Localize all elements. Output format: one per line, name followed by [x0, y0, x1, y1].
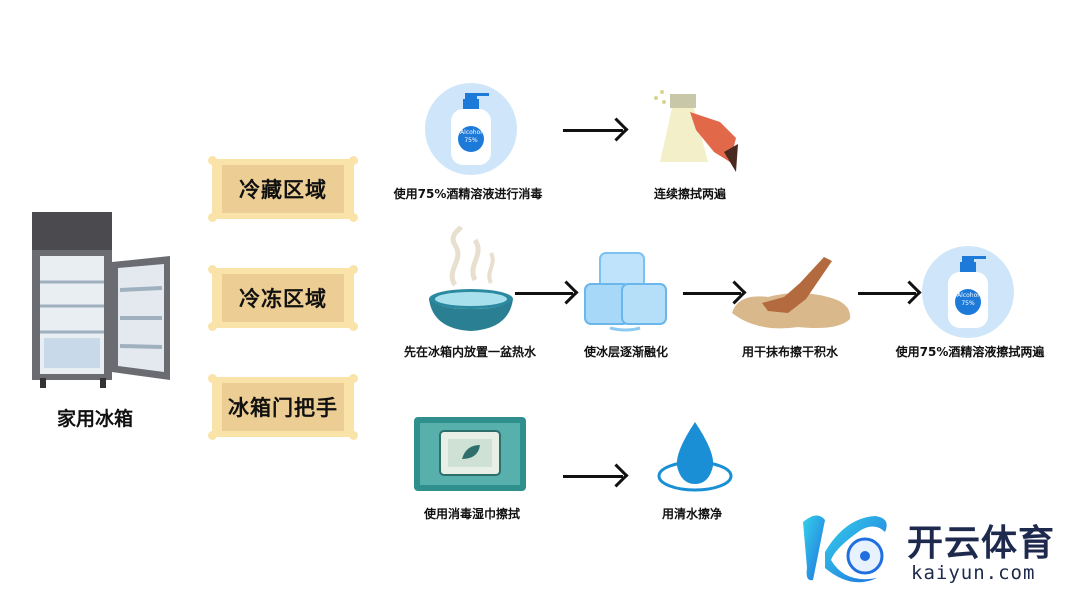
disinfectant-wipes-icon: [410, 415, 530, 499]
logo-name: 开云体育: [907, 523, 1056, 564]
zone-label: 冷藏区域: [222, 165, 344, 213]
hot-water-basin-icon: [425, 225, 517, 339]
bottle-label-line2: 75%: [961, 300, 975, 307]
zone-scroll-door-handle: 冰箱门把手: [208, 374, 358, 440]
water-drop-icon: [655, 418, 735, 502]
step-caption: 用清水擦净: [661, 507, 723, 521]
bottle-label-line1: Alcohol: [957, 292, 979, 299]
fridge-illustration: [30, 210, 175, 390]
hand-wiping-cloth-icon: [728, 253, 854, 339]
step-caption: 使用75%酒精溶液进行消毒: [393, 187, 543, 201]
ice-cubes-icon: [580, 248, 672, 337]
step-caption: 使冰层逐渐融化: [583, 345, 669, 359]
zone-scroll-freezer: 冷冻区域: [208, 265, 358, 331]
arrow-icon: [515, 292, 573, 295]
zone-label: 冷冻区域: [222, 274, 344, 322]
arrow-icon: [563, 129, 623, 132]
zone-label: 冰箱门把手: [222, 383, 344, 431]
arrow-icon: [563, 475, 623, 478]
step-caption: 使用消毒湿巾擦拭: [423, 507, 521, 521]
step-caption: 先在冰箱内放置一盆热水: [403, 345, 537, 359]
bottle-label-line1: Alcohol: [460, 129, 482, 136]
arrow-icon: [683, 292, 741, 295]
logo-domain: kaiyun.com: [911, 562, 1036, 584]
fridge-label: 家用冰箱: [56, 408, 134, 430]
arrow-icon: [858, 292, 916, 295]
step-caption: 用干抹布擦干积水: [741, 345, 839, 359]
kaiyun-logo: 开云体育 kaiyun.com: [795, 508, 1075, 588]
zone-scroll-refrigeration: 冷藏区域: [208, 156, 358, 222]
step-caption: 使用75%酒精溶液擦拭两遍: [895, 345, 1045, 359]
spray-cleaning-icon: [650, 82, 740, 181]
step-caption: 连续擦拭两遍: [653, 187, 727, 201]
logo-mark-icon: [803, 515, 887, 583]
bottle-label-line2: 75%: [464, 137, 478, 144]
